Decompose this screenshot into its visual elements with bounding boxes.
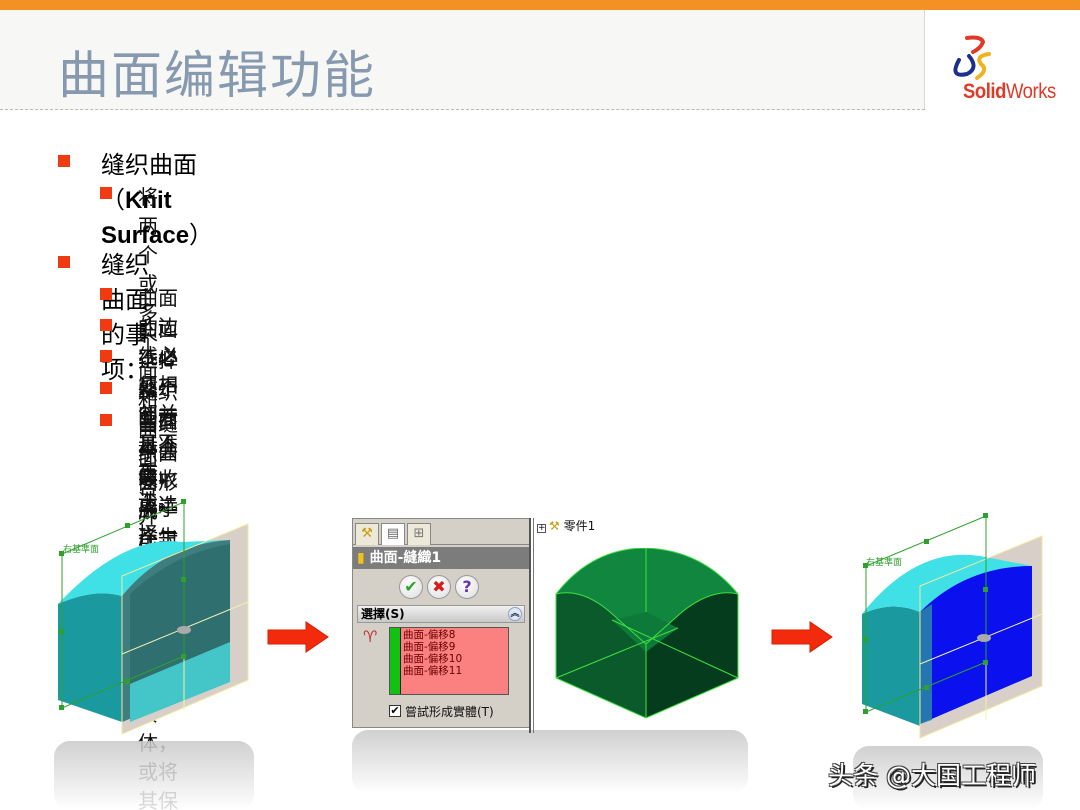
knit-result-model: 右基準面 (862, 513, 1043, 739)
title-divider (0, 109, 925, 110)
list-item[interactable]: 曲面-偏移8 (403, 629, 456, 641)
feature-title: 曲面-縫織1 (369, 550, 442, 566)
knit-solid-model (555, 548, 739, 719)
left-surface-model: 右基準面 (58, 499, 249, 735)
knit-feature-icon: ▮ (357, 550, 365, 566)
3ds-logo-icon (953, 35, 991, 80)
property-manager-tab[interactable]: ▤ (381, 523, 405, 545)
sub-bullet: 曲面不必处于同一基准面上。 (138, 317, 178, 515)
cancel-button[interactable]: ✖ (427, 575, 451, 599)
feature-manager-tab[interactable]: ⚒ (355, 523, 379, 545)
panel-splitter[interactable] (529, 518, 534, 733)
sub-bullet-square-icon (100, 382, 112, 394)
feature-manager-icon: ⚒ (361, 526, 373, 541)
plane-label: 右基準面 (866, 556, 902, 568)
logo-text: SolidWorks (963, 80, 1056, 104)
section-title: 選擇(S) (361, 607, 405, 621)
expand-icon[interactable]: + (537, 523, 546, 533)
center-figure-reflection (352, 730, 748, 794)
watermark: 头条 @大国工程师 (828, 761, 1036, 790)
feature-tree-root[interactable]: +⚒ 零件1 (537, 517, 595, 534)
logo-bold: Solid (963, 80, 1006, 103)
configuration-manager-tab[interactable]: ⊞ (407, 523, 431, 545)
title-band (0, 10, 925, 110)
sub-bullet-square-icon (100, 187, 112, 199)
left-figure-reflection (54, 741, 254, 810)
part-icon: ⚒ (549, 519, 560, 533)
help-button[interactable]: ? (455, 575, 479, 599)
bullet-square-icon (58, 155, 70, 167)
plane-label: 右基準面 (63, 543, 99, 555)
try-form-solid-label: 嘗試形成實體(T) (405, 705, 494, 719)
sub-bullet: 曲面的边线必须相邻并且不重迭。 (138, 286, 178, 513)
selection-items: 曲面-偏移8 曲面-偏移9 曲面-偏移10 曲面-偏移11 (403, 629, 462, 677)
list-item[interactable]: 曲面-偏移9 (403, 641, 456, 653)
property-manager-panel: ⚒ ▤ ⊞ ▮ 曲面-縫織1 ✔ ✖ ? 選擇(S) ︽ ♈ 曲面-偏移8 曲面… (352, 518, 531, 728)
part-name: 零件1 (563, 519, 596, 533)
solidworks-logo: SolidWorks (945, 30, 1065, 110)
sub-bullet-square-icon (100, 350, 112, 362)
bullet-square-icon (58, 256, 70, 268)
bullet-label-cn: 缝织曲面（ (101, 151, 197, 214)
selection-focus-bar (390, 628, 401, 694)
bullet-label-end: ） (189, 221, 214, 249)
manager-tabs: ⚒ ▤ ⊞ (353, 519, 531, 545)
list-item[interactable]: 曲面-偏移10 (403, 653, 463, 665)
collapse-chevron-icon[interactable]: ︽ (508, 607, 522, 621)
logo-regular: Works (1005, 80, 1056, 103)
configuration-manager-icon: ⊞ (413, 526, 425, 541)
selection-section-header[interactable]: 選擇(S) ︽ (357, 605, 525, 623)
list-item[interactable]: 曲面-偏移11 (403, 665, 463, 677)
accent-bar (0, 0, 1080, 10)
arrow-right-icon (771, 621, 833, 653)
feature-title-bar: ▮ 曲面-縫織1 (353, 547, 529, 569)
bullet-label-en: Knit Surface (101, 187, 190, 249)
arrow-right-icon (267, 621, 329, 653)
surface-selection-icon: ♈ (363, 627, 378, 646)
sub-bullet-square-icon (100, 319, 112, 331)
right-figure-reflection (853, 746, 1043, 810)
page-title: 曲面编辑功能 (58, 47, 377, 106)
property-manager-icon: ▤ (386, 526, 400, 541)
try-form-solid-checkbox[interactable]: ✔ (389, 704, 401, 717)
selected-surfaces-list[interactable]: 曲面-偏移8 曲面-偏移9 曲面-偏移10 曲面-偏移11 (389, 627, 509, 695)
sub-bullet-square-icon (100, 288, 112, 300)
sub-bullet-square-icon (100, 414, 112, 426)
bullet-knit-surface: 缝织曲面（Knit Surface） (101, 145, 213, 250)
ok-button[interactable]: ✔ (399, 575, 423, 599)
